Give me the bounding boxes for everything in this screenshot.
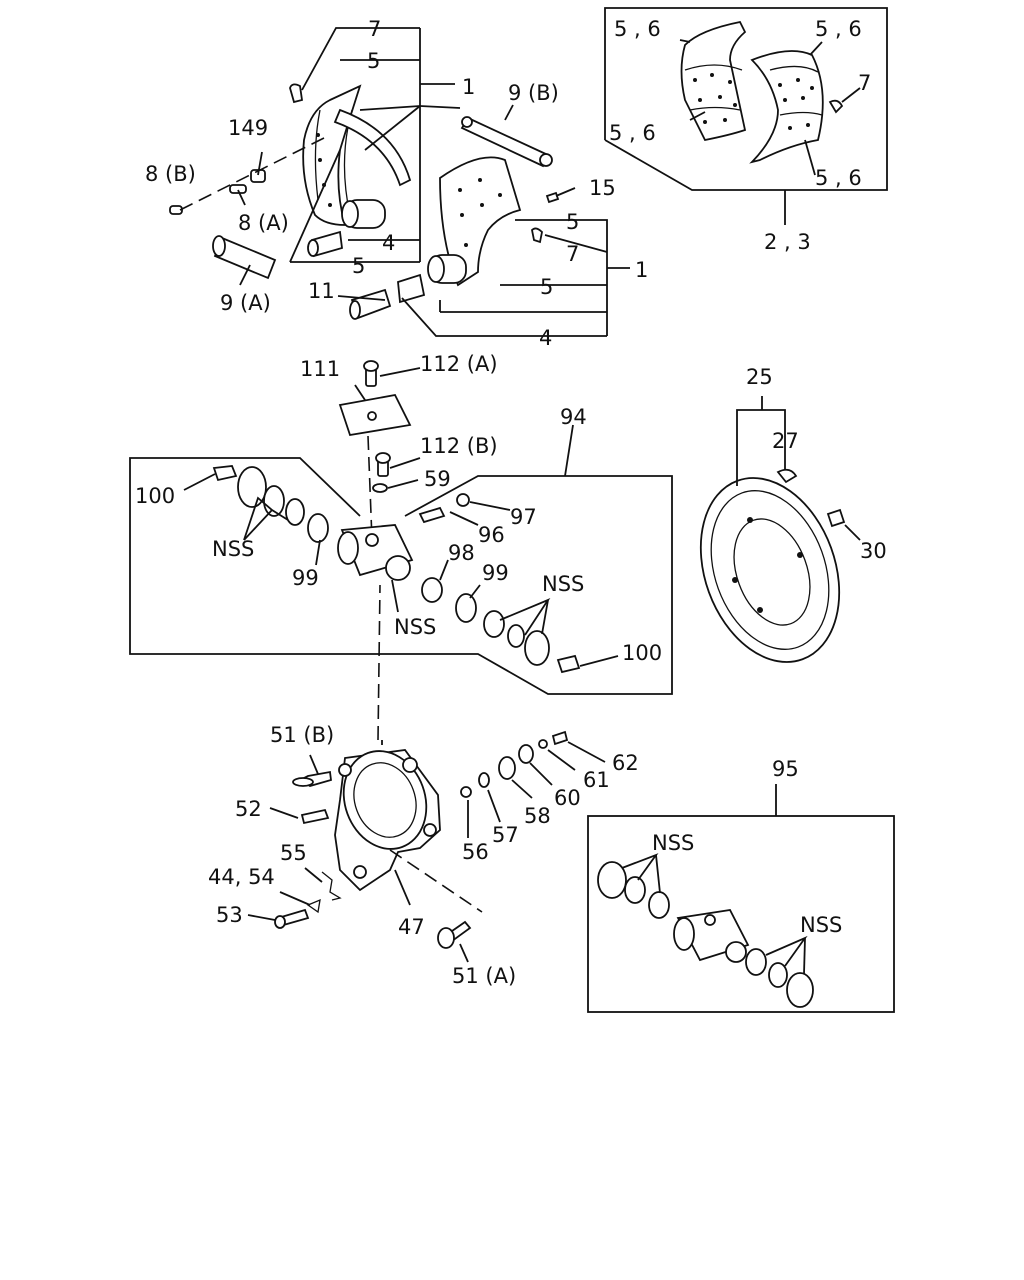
label-nss: NSS [542, 572, 584, 596]
label-nss: NSS [800, 913, 842, 937]
label-55: 55 [280, 841, 307, 865]
label-nss: NSS [652, 831, 694, 855]
label-111: 111 [300, 357, 340, 381]
label-15: 15 [589, 176, 616, 200]
label-62: 62 [612, 751, 639, 775]
label-11: 11 [308, 279, 335, 303]
label-5: 5 [352, 254, 365, 278]
cylinder-kit-box [587, 784, 895, 1013]
label-44-54: 44, 54 [208, 865, 275, 889]
label-53: 53 [216, 903, 243, 927]
label-2-3: 2 , 3 [764, 230, 811, 254]
pin-9b [460, 116, 553, 168]
label-94: 94 [560, 405, 587, 429]
lining-kit-box [604, 7, 888, 225]
spring-149 [169, 169, 266, 215]
label-99: 99 [292, 566, 319, 590]
callout-labels: 7 5 1 9 (B) 149 8 (B) 8 (A) 4 5 9 (A) 15… [135, 17, 887, 988]
label-25: 25 [746, 365, 773, 389]
label-57: 57 [492, 823, 519, 847]
label-59: 59 [424, 467, 451, 491]
label-112b: 112 (B) [420, 434, 498, 458]
label-7: 7 [858, 71, 871, 95]
label-5-6: 5 , 6 [609, 121, 656, 145]
label-58: 58 [524, 804, 551, 828]
label-nss: NSS [394, 615, 436, 639]
label-4: 4 [382, 231, 395, 255]
label-5: 5 [540, 275, 553, 299]
label-98: 98 [448, 541, 475, 565]
pin-9a [212, 235, 277, 280]
label-112a: 112 (A) [420, 352, 498, 376]
label-149: 149 [228, 116, 268, 140]
label-51a: 51 (A) [452, 964, 516, 988]
label-5-6: 5 , 6 [815, 17, 862, 41]
wheel-cylinder-box [129, 360, 673, 695]
label-47: 47 [398, 915, 425, 939]
brake-shoe-right [349, 156, 560, 320]
label-60: 60 [554, 786, 581, 810]
label-96: 96 [478, 523, 505, 547]
label-100: 100 [622, 641, 662, 665]
label-9a: 9 (A) [220, 291, 271, 315]
label-7: 7 [566, 242, 579, 266]
label-95: 95 [772, 757, 799, 781]
label-5-6: 5 , 6 [815, 166, 862, 190]
leader-lines-shoe [179, 27, 630, 337]
label-7: 7 [368, 17, 381, 41]
label-5-6: 5 , 6 [614, 17, 661, 41]
label-97: 97 [510, 505, 537, 529]
label-1: 1 [462, 75, 475, 99]
label-nss: NSS [212, 537, 254, 561]
label-56: 56 [462, 840, 489, 864]
label-5: 5 [367, 49, 380, 73]
brake-shoe-left [289, 83, 412, 258]
label-30: 30 [860, 539, 887, 563]
label-5: 5 [566, 210, 579, 234]
label-8b: 8 (B) [145, 162, 196, 186]
label-1: 1 [635, 258, 648, 282]
label-100: 100 [135, 484, 175, 508]
label-8a: 8 (A) [238, 211, 289, 235]
label-61: 61 [583, 768, 610, 792]
anchor-spider [247, 584, 606, 963]
label-9b: 9 (B) [508, 81, 559, 105]
label-27: 27 [772, 429, 799, 453]
label-4: 4 [539, 326, 552, 350]
label-99: 99 [482, 561, 509, 585]
label-52: 52 [235, 797, 262, 821]
label-51b: 51 (B) [270, 723, 334, 747]
backing-plate [699, 396, 861, 663]
